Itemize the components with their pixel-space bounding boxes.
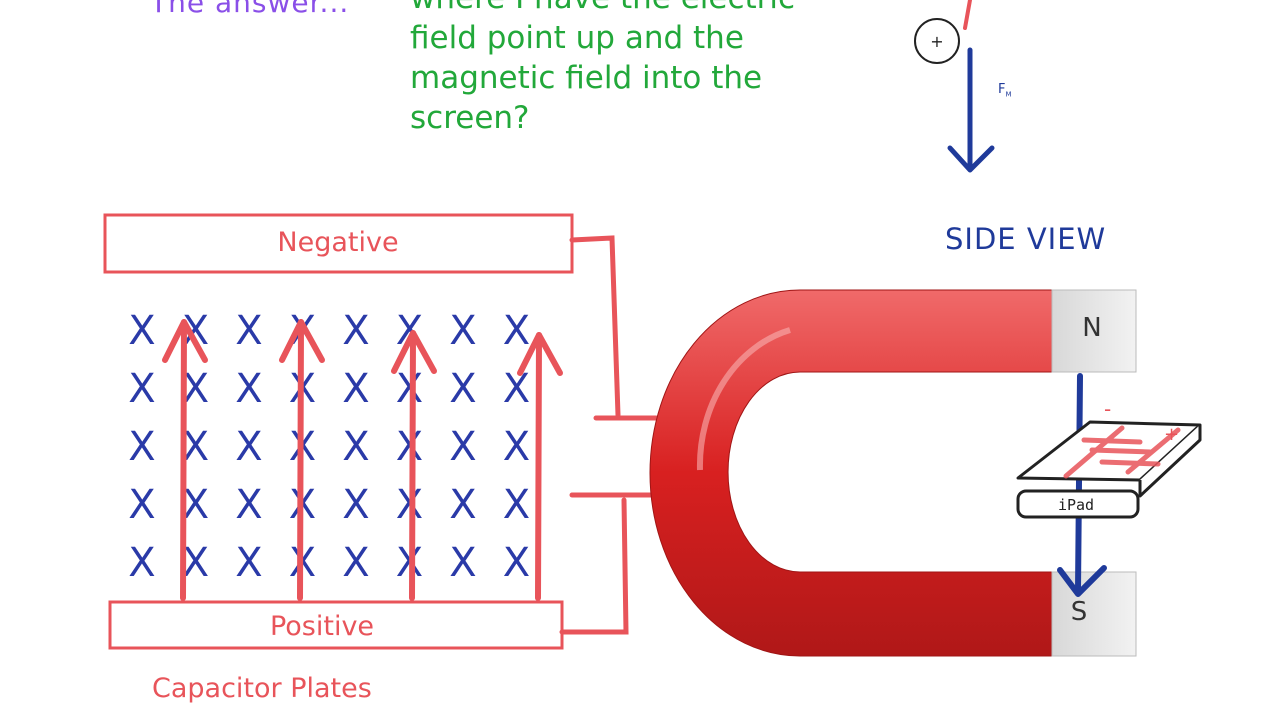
svg-text:Positive: Positive (270, 611, 374, 642)
question-line-4: screen? (410, 100, 530, 136)
side-view-label: SIDE VIEW (945, 222, 1107, 256)
field-mark-x: X (235, 482, 262, 528)
field-mark-x: X (235, 540, 262, 586)
answer-text: The answer... (150, 0, 350, 19)
positive-plate: Positive (108, 600, 564, 650)
capacitor-caption: Capacitor Plates (152, 673, 372, 704)
field-mark-x: X (235, 366, 262, 412)
svg-text:iPad: iPad (1058, 496, 1094, 514)
horseshoe-magnet (649, 289, 1053, 657)
field-mark-x: X (342, 308, 369, 354)
field-mark-x: X (396, 424, 423, 470)
field-mark-x: X (396, 366, 423, 412)
field-mark-x: X (342, 424, 369, 470)
field-mark-x: X (449, 424, 476, 470)
electric-field-arrow (162, 319, 208, 601)
device-plus-sign: + (1164, 424, 1179, 445)
field-mark-x: X (503, 424, 530, 470)
magnetic-force-arrow (947, 47, 995, 173)
field-mark-x: X (128, 424, 155, 470)
device-minus-sign: - (1104, 397, 1111, 421)
electric-field-arrows (162, 319, 563, 601)
field-mark-x: X (182, 540, 209, 586)
field-mark-x: X (503, 366, 530, 412)
field-mark-x: X (342, 540, 369, 586)
south-pole: S (1051, 571, 1137, 657)
field-mark-x: X (342, 482, 369, 528)
field-mark-x: X (128, 482, 155, 528)
svg-text:S: S (1071, 597, 1088, 627)
north-pole: N (1051, 289, 1137, 373)
negative-plate: Negative (103, 213, 574, 274)
question-line-2: field point up and the (410, 20, 744, 56)
field-mark-x: X (503, 540, 530, 586)
side-view-field-arrow (1057, 373, 1107, 597)
field-mark-x: X (128, 540, 155, 586)
question-text: where I have the electric field point up… (410, 0, 880, 138)
svg-text:Negative: Negative (277, 227, 398, 258)
field-mark-x: X (235, 308, 262, 354)
field-mark-x: X (449, 366, 476, 412)
question-line-1: where I have the electric (410, 0, 880, 18)
capacitor-wires (559, 235, 663, 635)
field-mark-x: X (503, 308, 530, 354)
field-mark-x: X (449, 482, 476, 528)
svg-text:+: + (930, 32, 943, 51)
field-mark-x: X (503, 482, 530, 528)
velocity-arrow-stub (963, 0, 972, 30)
charge-symbol: + (914, 18, 960, 64)
field-mark-x: X (342, 366, 369, 412)
magnetic-force-label: FM (998, 82, 1012, 99)
question-line-3: magnetic field into the (410, 60, 763, 96)
field-mark-x: X (449, 308, 476, 354)
electric-field-arrow (517, 332, 563, 601)
field-mark-x: X (128, 308, 155, 354)
field-mark-x: X (128, 366, 155, 412)
field-mark-x: X (449, 540, 476, 586)
electric-field-arrow (279, 319, 325, 601)
electric-field-arrow (391, 330, 437, 601)
ipad-device: iPad - + (1016, 397, 1202, 519)
field-mark-x: X (235, 424, 262, 470)
svg-text:N: N (1082, 313, 1101, 343)
